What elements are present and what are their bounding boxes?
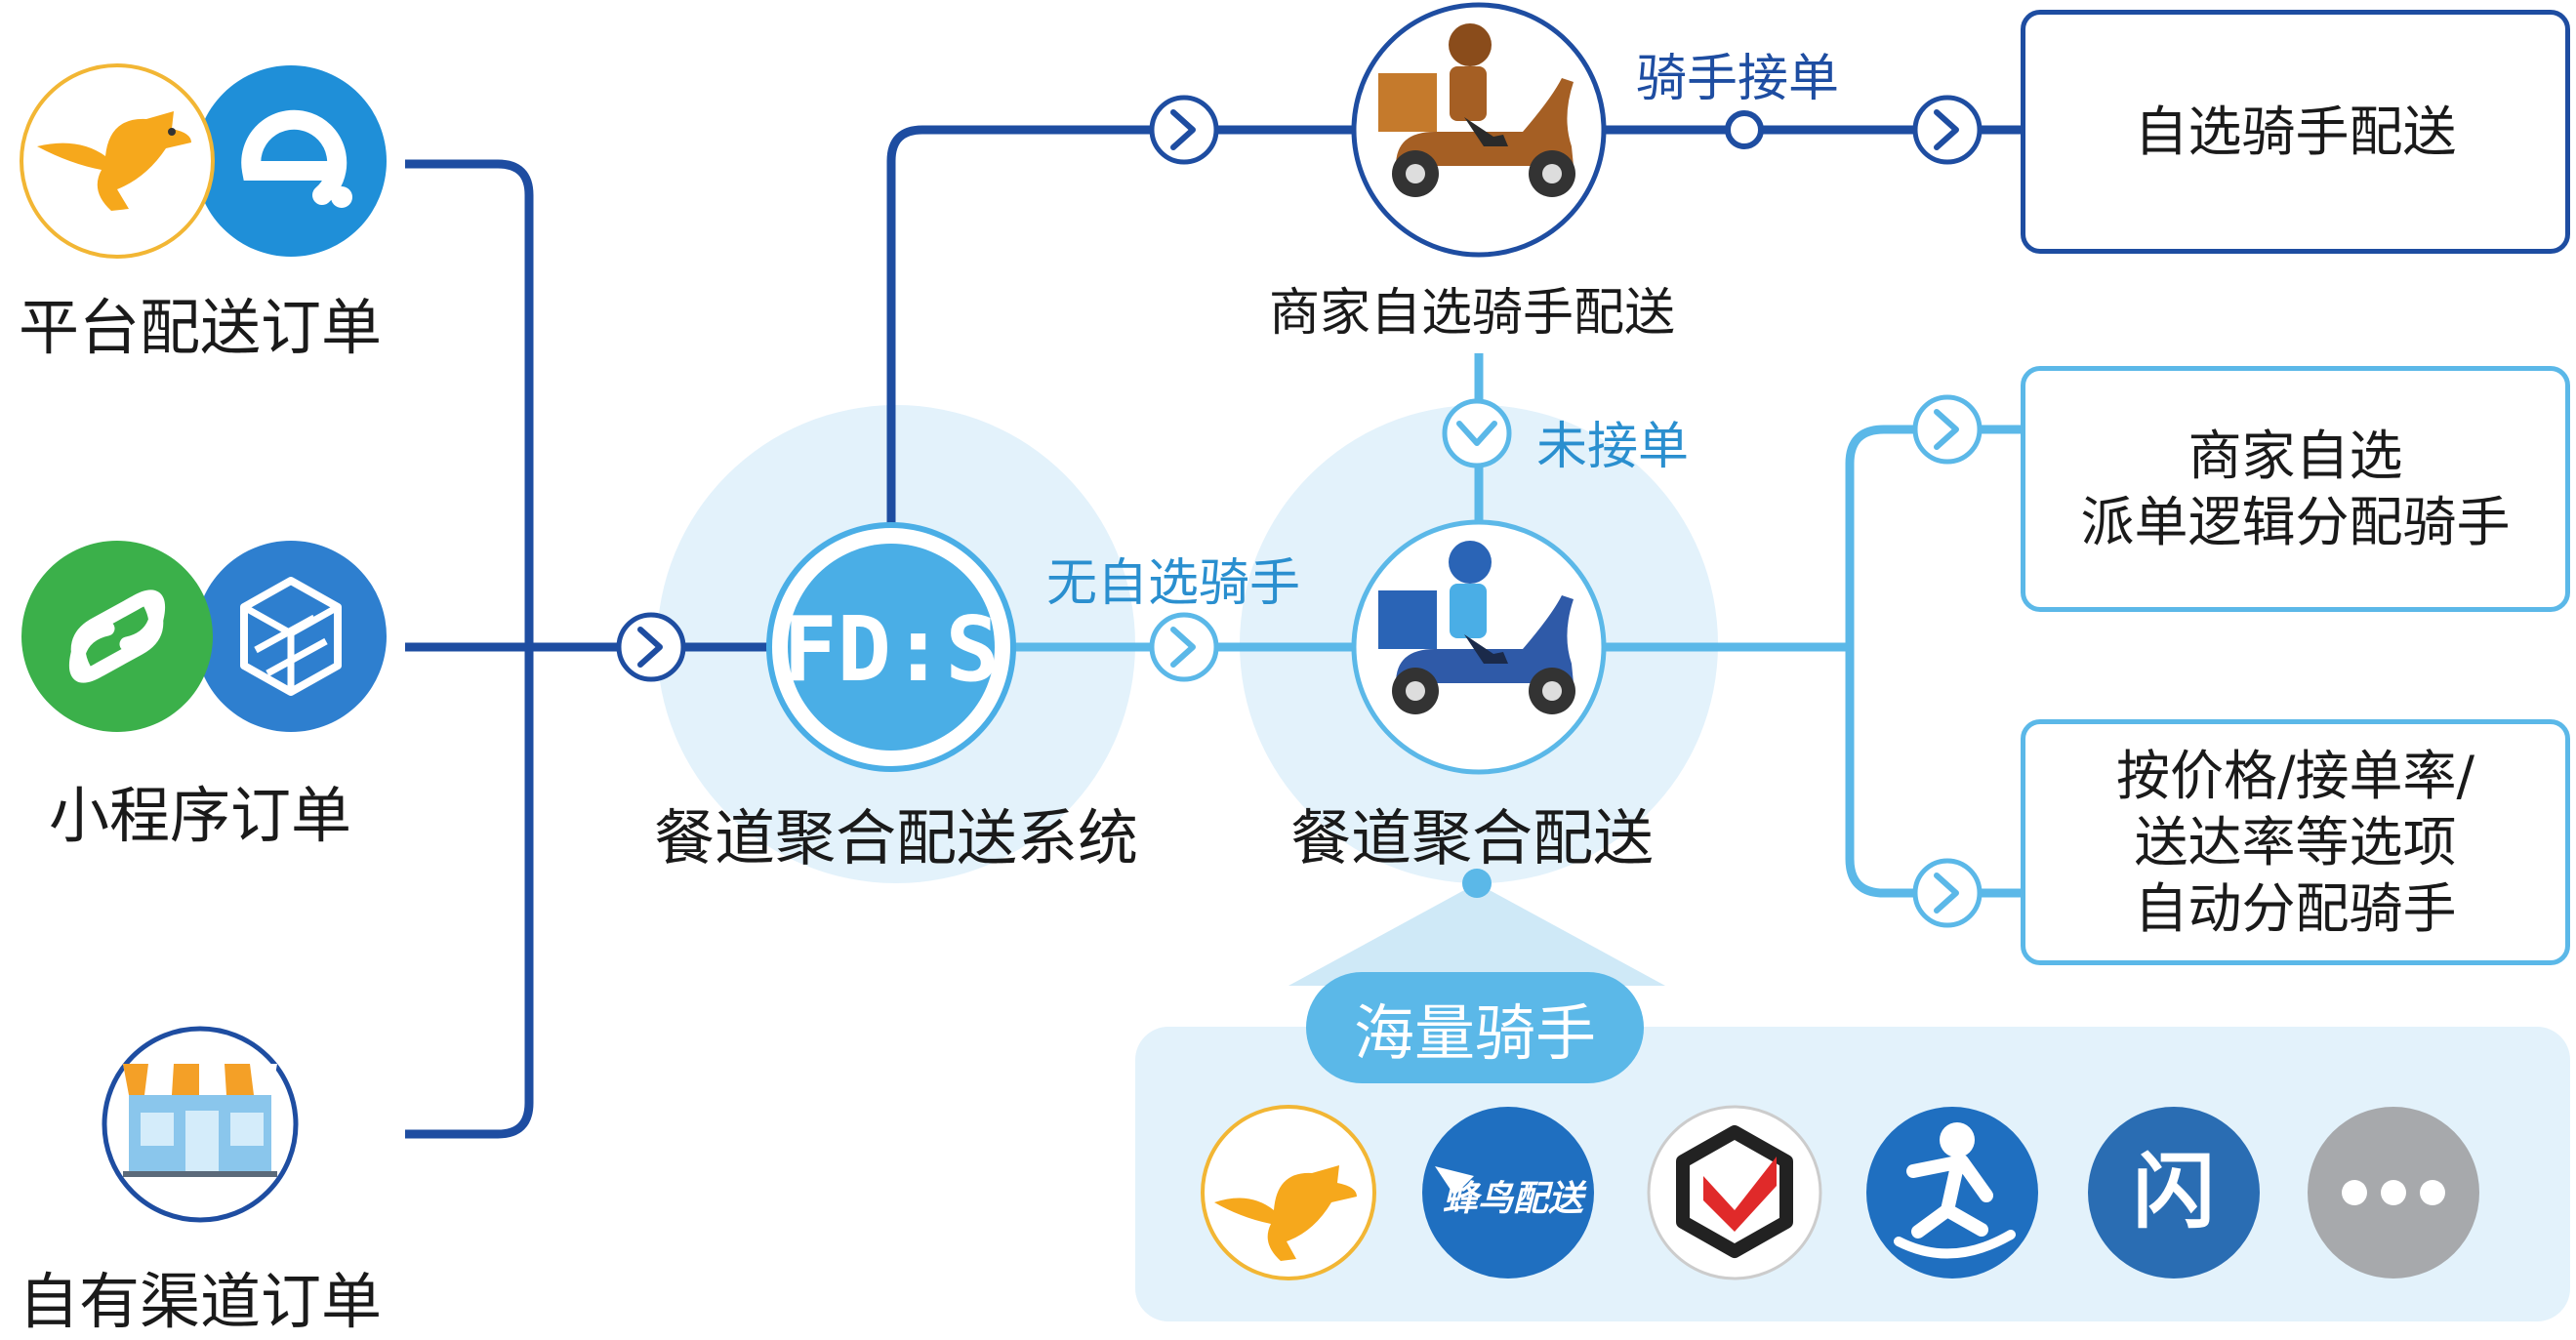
arrow-icon (1149, 95, 1219, 165)
fengniao-logo-icon: 蜂鸟配送 (1422, 1107, 1594, 1279)
output-self-rider: 自选骑手配送 (2021, 10, 2570, 254)
edge-label-rider-accept: 骑手接单 (1636, 50, 1840, 108)
junction-dot (1462, 869, 1492, 898)
aggregate-node (1351, 519, 1607, 775)
kangaroo-logo-icon (20, 63, 215, 259)
kangaroo-rider-icon (1201, 1105, 1376, 1280)
scooter-rider-brown-icon (1378, 23, 1575, 197)
shansong-box-icon (1647, 1105, 1822, 1280)
fds-logo-text: FD:S (783, 597, 1000, 702)
arrow-icon (1912, 394, 1983, 465)
source-label-platform: 平台配送订单 (18, 292, 383, 363)
arrow-down-icon (1442, 398, 1512, 468)
source-label-mini-program: 小程序订单 (48, 780, 352, 851)
arrow-icon (616, 612, 686, 682)
edge-label-not-accepted: 未接单 (1536, 418, 1690, 476)
cube-logo-icon (195, 541, 387, 732)
svg-text:蜂鸟配送: 蜂鸟配送 (1443, 1179, 1587, 1219)
fds-to-merchant-line (886, 125, 1357, 532)
source-label-own-channel: 自有渠道订单 (18, 1266, 383, 1337)
branch-upper-line (1845, 425, 2025, 647)
flash-logo-icon: 闪 (2088, 1107, 2260, 1279)
output-auto-assign: 按价格/接单率/ 送达率等选项 自动分配骑手 (2021, 719, 2570, 965)
rider-pool-connector (1288, 883, 1665, 986)
merchant-rider-label: 商家自选骑手配送 (1268, 284, 1676, 343)
arrow-icon (1149, 612, 1219, 682)
storefront-icon (102, 1026, 299, 1223)
arrow-icon (1912, 95, 1983, 165)
branch-lower-line (1845, 647, 2025, 898)
fds-label: 餐道聚合配送系统 (653, 802, 1139, 873)
dada-runner-icon (1866, 1107, 2038, 1279)
svg-text:闪: 闪 (2133, 1144, 2215, 1239)
edge-label-no-self-rider: 无自选骑手 (1046, 554, 1301, 613)
rider-pool-pill: 海量骑手 (1306, 972, 1644, 1083)
merchant-rider-node (1351, 2, 1607, 258)
output-dispatch-logic: 商家自选 派单逻辑分配骑手 (2021, 366, 2570, 612)
fds-node: FD:S (766, 522, 1016, 772)
aggregate-label: 餐道聚合配送 (1289, 802, 1655, 873)
mini-program-icon (21, 541, 213, 732)
scooter-rider-blue-icon (1378, 541, 1575, 714)
eleme-logo-icon (195, 65, 387, 257)
more-icon (2308, 1107, 2479, 1279)
arrow-icon (1912, 858, 1983, 928)
accept-dot (1725, 110, 1764, 149)
